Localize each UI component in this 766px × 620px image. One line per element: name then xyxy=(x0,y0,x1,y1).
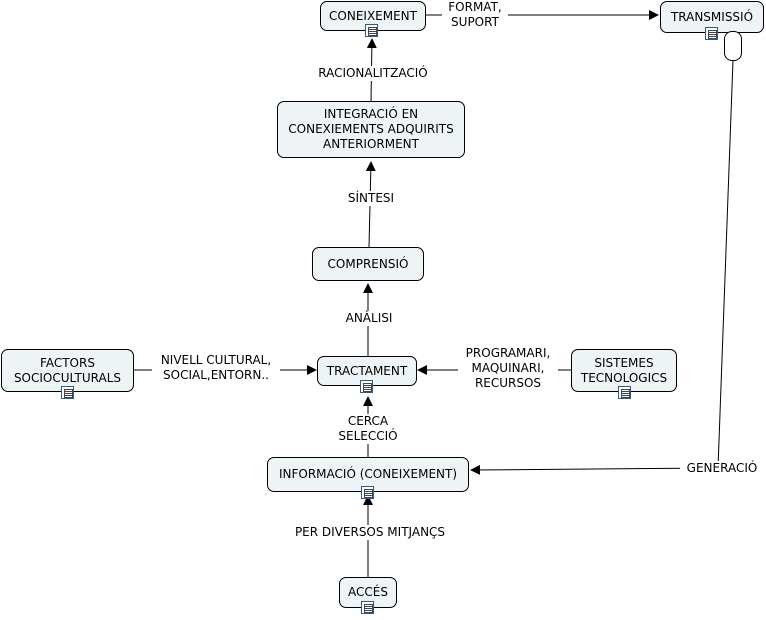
link-label-analisi: ANÀLISI xyxy=(334,311,404,326)
node-sistemes[interactable]: SISTEMES TECNOLOGICS xyxy=(571,349,677,392)
edge-transmissio-generacio xyxy=(717,59,734,469)
link-label-racionalitzacio: RACIONALITZACIÓ xyxy=(309,66,437,81)
link-label-sintesi: SÍNTESI xyxy=(338,191,404,206)
node-factors[interactable]: FACTORS SOCIOCULTURALS xyxy=(1,349,134,392)
link-label-nivell-cultural: NIVELL CULTURAL, SOCIAL,ENTORN.. xyxy=(152,353,280,383)
edge-generacio-informacio xyxy=(470,464,719,475)
document-icon[interactable] xyxy=(61,386,74,399)
document-icon[interactable] xyxy=(361,601,374,614)
link-label-generacio: GENERACIÓ xyxy=(680,461,764,476)
node-tractament[interactable]: TRACTAMENT xyxy=(317,356,417,386)
link-label-format-suport: FORMAT, SUPORT xyxy=(442,0,508,30)
document-icon[interactable] xyxy=(618,386,631,399)
document-icon[interactable] xyxy=(360,380,373,393)
link-label-cerca-seleccio: CERCA SELECCIÓ xyxy=(329,414,407,444)
node-integracio[interactable]: INTEGRACIÓ EN CONEXIEMENTS ADQUIRITS ANT… xyxy=(277,101,465,158)
node-resize-handle[interactable] xyxy=(724,31,742,61)
link-label-per-diversos: PER DIVERSOS MITJANÇS xyxy=(286,525,454,540)
document-icon[interactable] xyxy=(361,486,374,499)
node-acces[interactable]: ACCÉS xyxy=(339,577,397,608)
document-icon[interactable] xyxy=(705,27,718,40)
node-comprensio[interactable]: COMPRENSIÓ xyxy=(312,247,424,281)
document-icon[interactable] xyxy=(365,24,378,37)
node-transmissio[interactable]: TRANSMISSIÓ xyxy=(660,1,764,33)
link-label-programari: PROGRAMARI, MAQUINARI, RECURSOS xyxy=(458,346,558,391)
